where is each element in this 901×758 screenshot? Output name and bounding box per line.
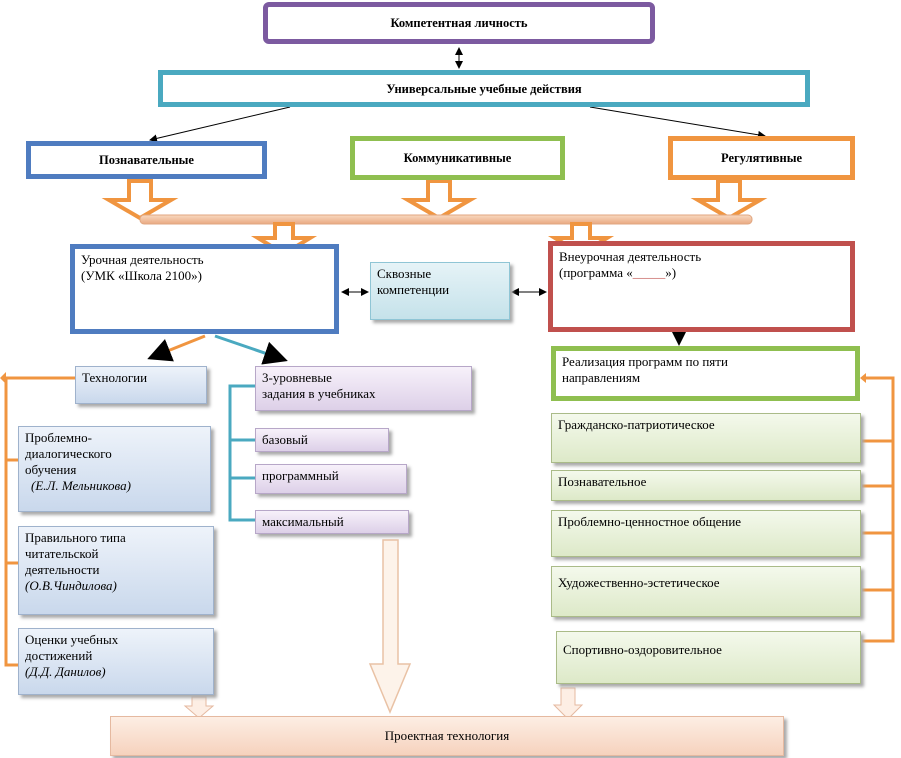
cognitive-label: Познавательные xyxy=(99,153,194,167)
extracurricular-program-blank: _____ xyxy=(632,265,666,280)
communicative-label: Коммуникативные xyxy=(403,151,512,165)
technologies-title-box: Технологии xyxy=(75,366,207,404)
technology-item-line: Правильного типа xyxy=(25,530,126,545)
universal-learning-actions-box: Универсальные учебные действия xyxy=(158,70,810,107)
task-level-label: программный xyxy=(262,468,339,483)
three-level-tasks-line1: 3-уровневые xyxy=(262,370,332,385)
block-arrow-cognitive xyxy=(101,179,179,221)
three-level-tasks-line2: задания в учебниках xyxy=(262,386,376,401)
extracurricular-line2: (программа «_____») xyxy=(559,265,844,281)
direction-label: Проблемно-ценностное общение xyxy=(558,514,742,529)
lesson-activity-line2: (УМК «Школа 2100») xyxy=(81,268,202,283)
extracurricular-line2-suffix: ») xyxy=(665,265,677,280)
technology-item: Правильного типа читательской деятельнос… xyxy=(18,526,214,615)
regulatory-label: Регулятивные xyxy=(720,151,802,165)
link-uud-regulatory xyxy=(589,106,766,139)
direction-item: Спортивно-оздоровительное xyxy=(556,631,861,684)
crosscut-line2: компетенции xyxy=(377,282,450,297)
technology-item-line: деятельности xyxy=(25,562,100,577)
direction-item: Познавательное xyxy=(551,470,861,501)
technology-item-line: читательской xyxy=(25,546,99,561)
task-level-item: максимальный xyxy=(255,510,409,534)
competent-personality-box: Компетентная личность xyxy=(263,2,655,44)
task-level-label: максимальный xyxy=(262,514,344,529)
small-arrow-left-project xyxy=(183,696,215,719)
bracket-technologies xyxy=(4,376,75,667)
crosscut-competencies-box: Сквозные компетенции xyxy=(370,262,510,320)
direction-item: Проблемно-ценностное общение xyxy=(551,510,861,557)
link-uud-cognitive xyxy=(149,106,291,143)
communicative-box: Коммуникативные xyxy=(350,136,565,180)
bracket-directions-arrowhead xyxy=(860,373,866,383)
realization-line2: направлениям xyxy=(562,370,641,385)
realization-line1: Реализация программ по пяти xyxy=(562,354,728,369)
link-lesson-tasks xyxy=(214,334,288,365)
technology-item-line: Проблемно- xyxy=(25,430,92,445)
bracket-directions xyxy=(862,376,895,643)
connector-bar xyxy=(139,214,753,225)
universal-learning-actions-label: Универсальные учебные действия xyxy=(386,81,582,96)
lesson-activity-box: Урочная деятельность (УМК «Школа 2100») xyxy=(70,244,339,334)
direction-label: Художественно-эстетическое xyxy=(558,575,720,590)
big-arrow-tasks-project xyxy=(368,539,412,714)
direction-label: Познавательное xyxy=(558,474,647,489)
realization-box: Реализация программ по пяти направлениям xyxy=(551,346,860,401)
direction-item: Художественно-эстетическое xyxy=(551,566,861,617)
project-technology-label: Проектная технология xyxy=(384,728,510,743)
bracket-tasks xyxy=(228,384,255,522)
extracurricular-box: Внеурочная деятельность (программа «____… xyxy=(548,241,855,332)
direction-label: Спортивно-оздоровительное xyxy=(563,642,722,657)
task-level-item: программный xyxy=(255,464,407,494)
small-arrow-right-project xyxy=(552,687,584,720)
three-level-tasks-box: 3-уровневые задания в учебниках xyxy=(255,366,472,411)
block-arrow-regulatory xyxy=(690,179,768,221)
technology-item-author: (Е.Л. Мельникова) xyxy=(31,478,131,493)
task-level-item: базовый xyxy=(255,428,389,452)
task-level-label: базовый xyxy=(262,432,308,447)
technology-item-author: (О.В.Чиндилова) xyxy=(25,578,117,593)
technology-item-line: диалогического xyxy=(25,446,112,461)
block-arrow-communicative xyxy=(400,179,478,221)
lesson-activity-line1: Урочная деятельность xyxy=(81,252,204,267)
technology-item-line: обучения xyxy=(25,462,77,477)
extracurricular-line2-prefix: (программа « xyxy=(559,265,633,280)
direction-label: Гражданско-патриотическое xyxy=(558,417,715,432)
bracket-technologies-arrowhead xyxy=(0,372,6,384)
technology-item-author: (Д.Д. Данилов) xyxy=(25,664,106,679)
project-technology-box: Проектная технология xyxy=(110,716,784,756)
technology-item: Проблемно- диалогического обучения (Е.Л.… xyxy=(18,426,211,512)
crosscut-line1: Сквозные xyxy=(377,266,432,281)
technology-item: Оценки учебных достижений (Д.Д. Данилов) xyxy=(18,628,214,695)
regulatory-box: Регулятивные xyxy=(668,136,855,180)
technology-item-line: достижений xyxy=(25,648,93,663)
direction-item: Гражданско-патриотическое xyxy=(551,413,861,463)
extracurricular-line1: Внеурочная деятельность xyxy=(559,249,702,264)
competent-personality-label: Компетентная личность xyxy=(390,16,528,30)
technologies-title: Технологии xyxy=(82,370,148,385)
link-lesson-technologies xyxy=(147,334,206,362)
technology-item-line: Оценки учебных xyxy=(25,632,119,647)
cognitive-box: Познавательные xyxy=(26,141,267,179)
